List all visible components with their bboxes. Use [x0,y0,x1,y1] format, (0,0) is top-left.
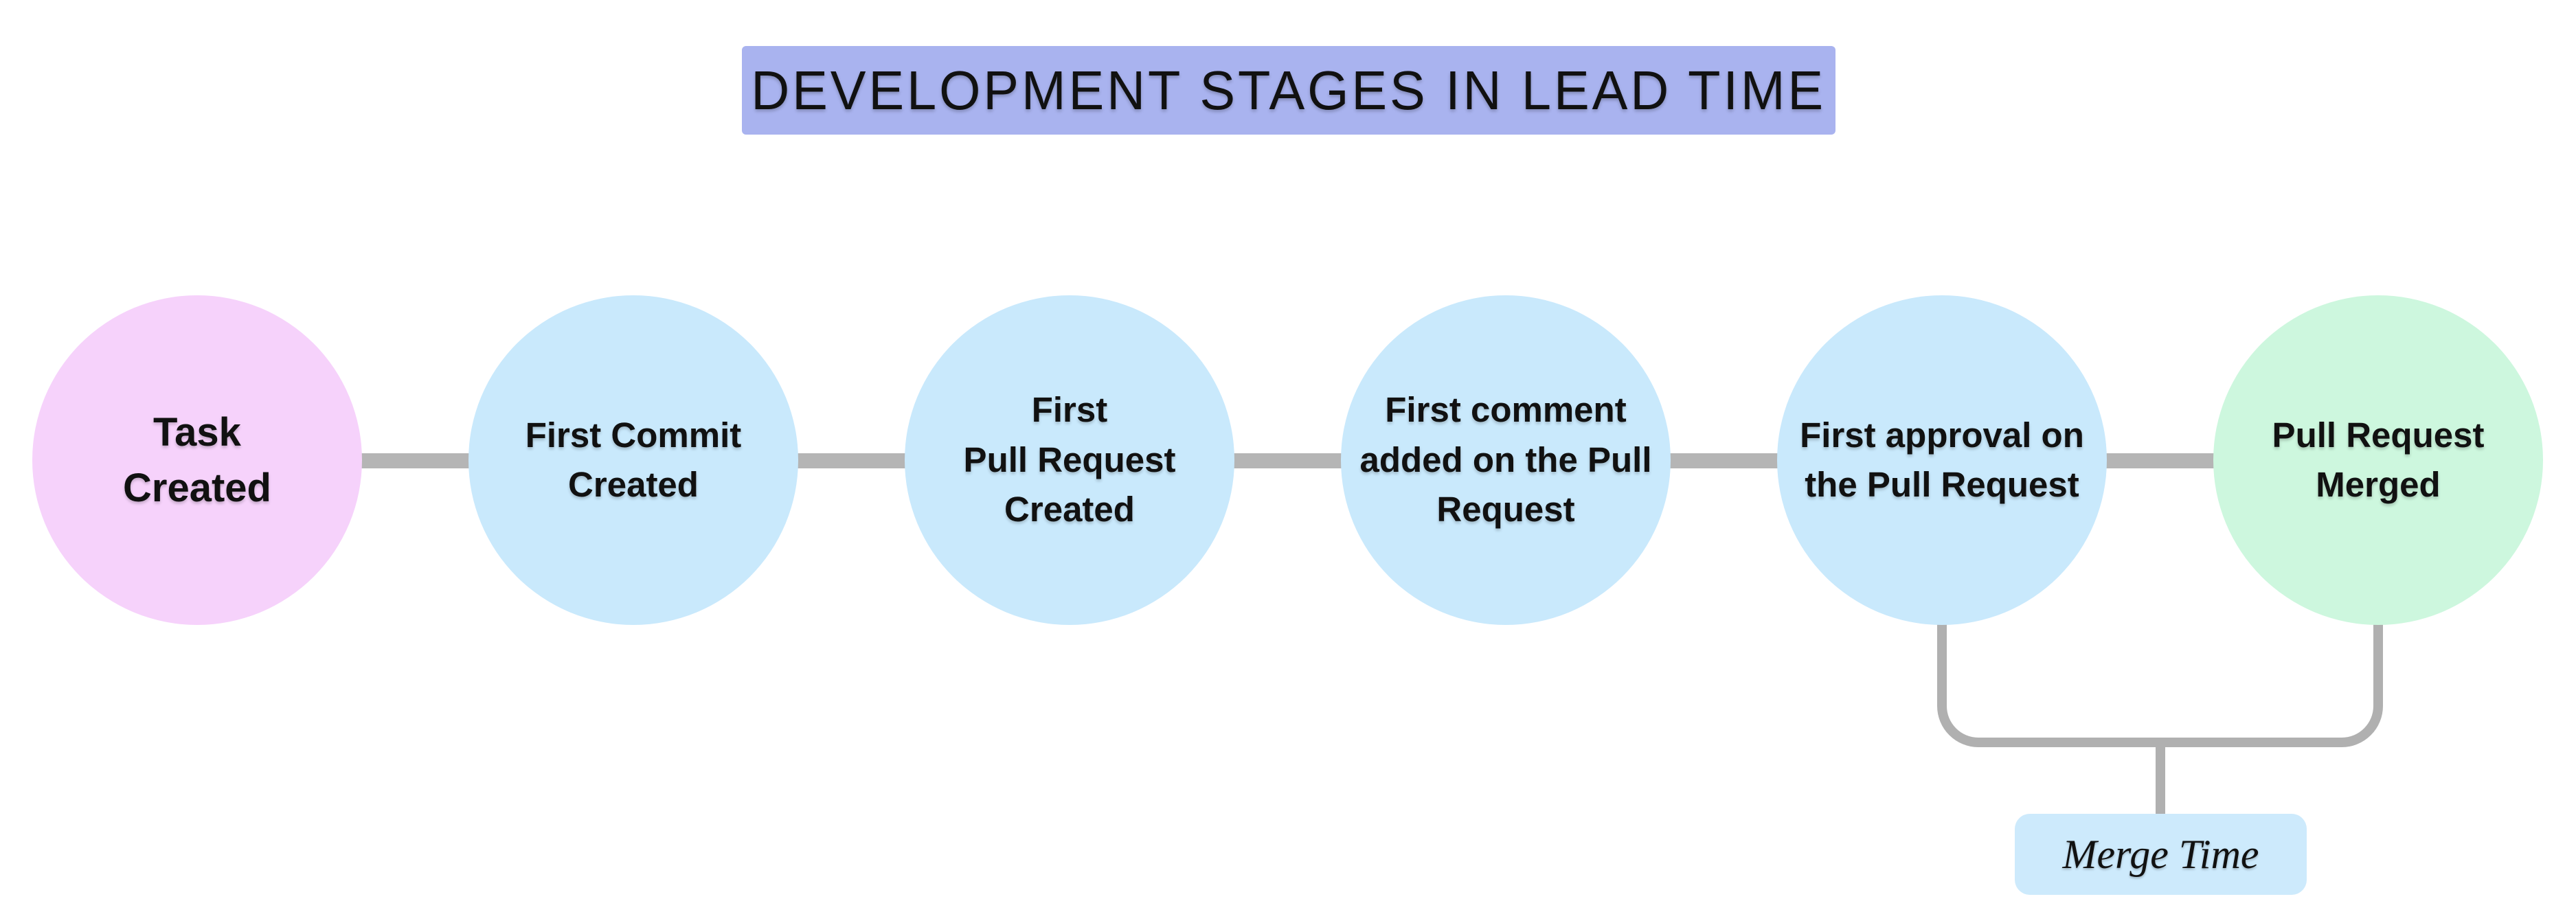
stage-label: First Pull Request Created [963,390,1176,529]
stage-label: Pull Request Merged [2272,415,2485,504]
diagram-title: DEVELOPMENT STAGES IN LEAD TIME [751,59,1827,121]
stage-task-created: Task Created [32,295,362,625]
merge-time-bracket-stem [2156,746,2165,814]
stage-pull-request-merged: Pull Request Merged [2213,295,2543,625]
merge-time-label-text: Merge Time [2062,831,2259,877]
stage-label: First comment added on the Pull Request [1359,390,1652,529]
stage-label: Task Created [123,409,271,510]
stage-first-pull-request-created: First Pull Request Created [905,295,1234,625]
diagram-title-banner: DEVELOPMENT STAGES IN LEAD TIME [742,46,1835,135]
stage-first-comment-added: First comment added on the Pull Request [1341,295,1671,625]
stage-label: First approval on the Pull Request [1800,415,2084,504]
stage-label: First Commit Created [525,415,742,504]
stage-first-approval: First approval on the Pull Request [1777,295,2107,625]
merge-time-bracket [1937,622,2383,747]
stage-first-commit-created: First Commit Created [468,295,798,625]
merge-time-label: Merge Time [2015,814,2307,895]
